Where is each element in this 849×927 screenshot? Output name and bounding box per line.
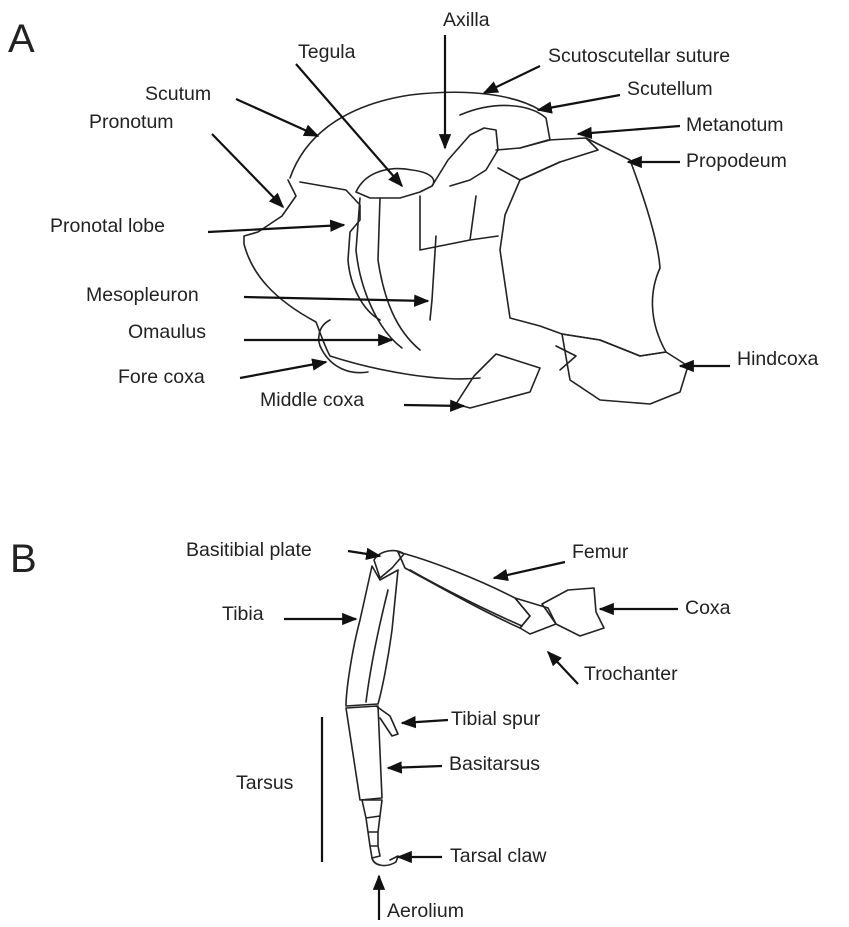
arrow-pronotal-lobe xyxy=(208,225,344,232)
arrow-pronotum xyxy=(212,134,283,207)
label-trochanter: Trochanter xyxy=(584,663,678,685)
label-tarsal-claw: Tarsal claw xyxy=(450,845,547,867)
label-hindcoxa: Hindcoxa xyxy=(737,348,818,370)
panel-a: A Axilla Tegula Scutoscutellar suture Sc… xyxy=(8,9,818,411)
label-tegula: Tegula xyxy=(298,41,356,63)
arrow-basitarsus xyxy=(388,766,442,768)
panel-b-letter: B xyxy=(10,537,37,581)
hindcoxa-shape xyxy=(562,334,688,404)
femur-inner-line xyxy=(410,570,522,626)
label-pronotal-lobe: Pronotal lobe xyxy=(50,215,165,237)
tibia-inner-line xyxy=(366,590,388,702)
arrow-trochanter xyxy=(548,652,578,684)
label-omaulus: Omaulus xyxy=(128,321,206,343)
label-scutellum: Scutellum xyxy=(627,78,713,100)
arrow-scutum xyxy=(236,99,318,136)
propodeum-shape xyxy=(500,138,666,356)
thorax-drawing xyxy=(244,92,688,408)
femur-shape xyxy=(398,552,530,628)
arrow-mesopleuron xyxy=(244,297,428,301)
arrow-fore-coxa xyxy=(240,362,326,378)
arrow-femur xyxy=(494,562,565,578)
basitarsus-shape xyxy=(346,706,382,800)
coxa-shape xyxy=(542,588,604,636)
label-pronotum: Pronotum xyxy=(89,111,174,133)
arrow-tegula xyxy=(296,64,402,186)
label-coxa: Coxa xyxy=(685,597,731,619)
label-aerolium: Aerolium xyxy=(387,900,464,922)
label-mesopleuron: Mesopleuron xyxy=(86,284,199,306)
mesopleuron-sutures xyxy=(356,196,498,350)
label-basitibial-plate: Basitibial plate xyxy=(186,539,312,561)
label-metanotum: Metanotum xyxy=(686,114,784,136)
arrow-metanotum xyxy=(578,126,680,134)
label-fore-coxa: Fore coxa xyxy=(118,366,205,388)
arrow-tibial-spur xyxy=(402,720,448,723)
label-femur: Femur xyxy=(572,541,629,563)
arrow-scutellum xyxy=(538,95,620,110)
tegula-shape xyxy=(356,169,434,198)
middle-coxa-shape xyxy=(456,354,540,408)
metanotum-shape xyxy=(498,138,598,180)
panel-a-letter: A xyxy=(8,17,35,61)
tarsomeres xyxy=(362,800,382,858)
label-middle-coxa: Middle coxa xyxy=(260,389,364,411)
label-axilla: Axilla xyxy=(443,9,490,31)
panel-b: B Basitibial plate Femur Tibia Coxa Troc… xyxy=(10,537,731,922)
arrow-scutoscutellar-suture xyxy=(484,66,540,93)
label-scutum: Scutum xyxy=(145,83,211,105)
arrow-middle-coxa xyxy=(404,405,464,406)
label-propodeum: Propodeum xyxy=(686,150,787,172)
label-tarsus: Tarsus xyxy=(236,772,294,794)
label-tibia: Tibia xyxy=(222,603,264,625)
label-basitarsus: Basitarsus xyxy=(449,753,540,775)
tibia-shape xyxy=(346,566,398,706)
label-tibial-spur: Tibial spur xyxy=(451,708,541,730)
arrow-basitibial-plate xyxy=(348,551,380,556)
label-scutoscutellar-suture: Scutoscutellar suture xyxy=(548,45,730,67)
axilla-shape xyxy=(432,128,498,186)
